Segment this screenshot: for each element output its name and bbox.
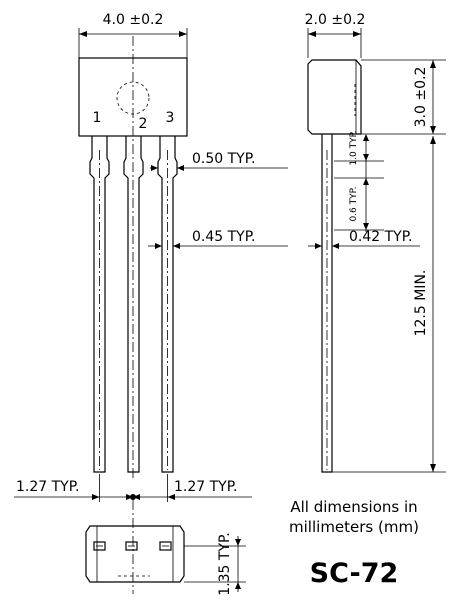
dim-body-width-label: 4.0 ±0.2 [103, 12, 164, 28]
dim-body-height: 3.0 ±0.2 [361, 59, 446, 135]
note-line-1: All dimensions in [290, 498, 417, 516]
dim-taper-label: 0.6 TYP. [349, 186, 359, 221]
note-line-2: millimeters (mm) [289, 518, 419, 536]
bottom-pad-2 [125, 541, 138, 551]
pin-label-2: 2 [139, 116, 148, 132]
bottom-body [85, 525, 185, 583]
bottom-view: 1.35 TYP. [85, 500, 246, 596]
dim-shoulder: 1.0 TYP. 0.6 TYP. [334, 130, 384, 232]
dim-side-width-label: 2.0 ±0.2 [305, 12, 366, 28]
dim-lead-shoulder-label: 0.50 TYP. [192, 151, 255, 167]
lead-3 [157, 136, 178, 473]
dim-bottom-height-label: 1.35 TYP. [217, 532, 233, 595]
lead-1 [89, 136, 110, 473]
side-body [307, 59, 362, 135]
side-lead [321, 134, 333, 473]
dim-body-width: 4.0 ±0.2 [78, 12, 188, 58]
dim-lead-width-front-label: 0.45 TYP. [192, 229, 255, 245]
dim-lead-length: 12.5 MIN. [332, 136, 446, 473]
lead-2 [123, 136, 144, 473]
dim-pitch-right-label: 1.27 TYP. [174, 479, 237, 495]
dim-lead-width-front: 0.45 TYP. [148, 229, 288, 249]
package-name: SC-72 [310, 558, 399, 589]
dim-lead-width-side: 0.42 TYP. [308, 229, 420, 249]
side-view: 2.0 ±0.2 3.0 ±0.2 1.0 TYP. 0.6 TYP. [305, 12, 446, 473]
pin-label-1: 1 [93, 110, 102, 126]
dim-bottom-height: 1.35 TYP. [184, 532, 246, 596]
pin-label-3: 3 [166, 110, 175, 126]
dim-shoulder-label: 1.0 TYP. [349, 130, 359, 165]
dim-lead-shoulder: 0.50 TYP. [150, 151, 288, 171]
bottom-pad-1 [93, 541, 106, 551]
dim-side-width: 2.0 ±0.2 [305, 12, 366, 58]
dim-pitch-left-label: 1.27 TYP. [16, 479, 79, 495]
bottom-pad-3 [159, 541, 172, 551]
dim-body-height-label: 3.0 ±0.2 [413, 67, 429, 128]
dim-lead-width-side-label: 0.42 TYP. [349, 229, 412, 245]
dim-pitch: 1.27 TYP. 1.27 TYP. [14, 474, 252, 502]
front-view: 1 2 3 4.0 ±0.2 0.50 TYP. 0.45 TYP. [14, 12, 288, 502]
dim-lead-length-label: 12.5 MIN. [413, 270, 429, 337]
